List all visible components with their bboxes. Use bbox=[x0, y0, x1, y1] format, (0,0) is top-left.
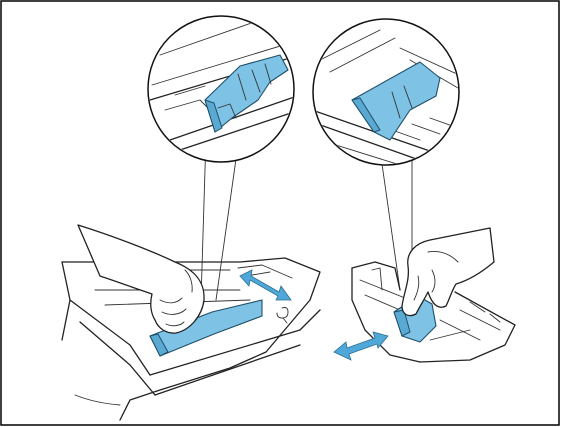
left-side-guide bbox=[149, 299, 263, 357]
double-arrow-icon bbox=[239, 269, 292, 301]
double-arrow-icon bbox=[333, 331, 389, 361]
right-paper-tray bbox=[351, 261, 516, 363]
left-panel bbox=[61, 15, 321, 421]
zoom-line-left-b bbox=[215, 144, 239, 301]
left-zoom-circle bbox=[147, 15, 295, 163]
zoom-line-left-a bbox=[200, 136, 207, 301]
hand-pressing-side-guide-icon bbox=[401, 227, 495, 317]
zoom-line-right-a bbox=[379, 149, 401, 291]
right-panel bbox=[312, 18, 516, 363]
hand-pressing-side-guide-icon bbox=[77, 224, 205, 334]
